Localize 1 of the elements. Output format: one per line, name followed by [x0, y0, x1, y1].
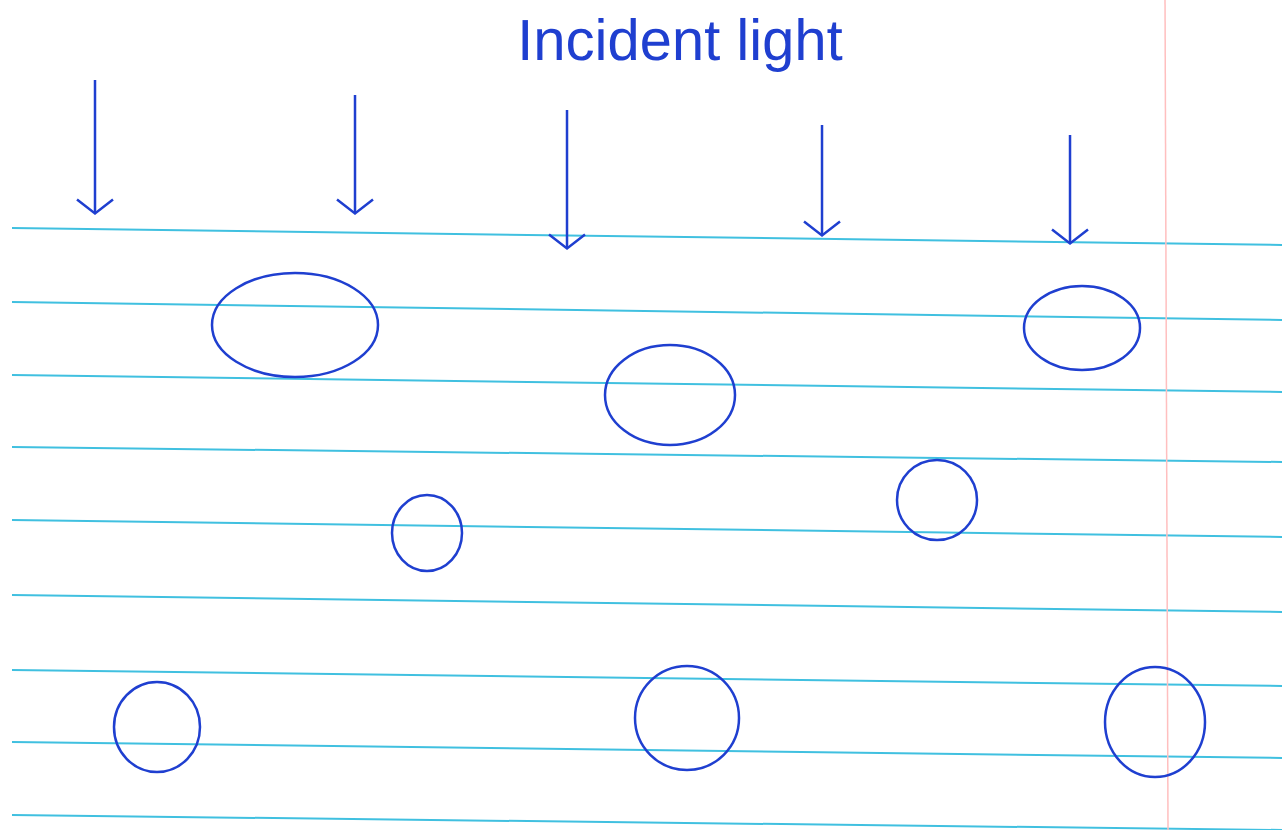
title: Incident light [522, 17, 843, 72]
